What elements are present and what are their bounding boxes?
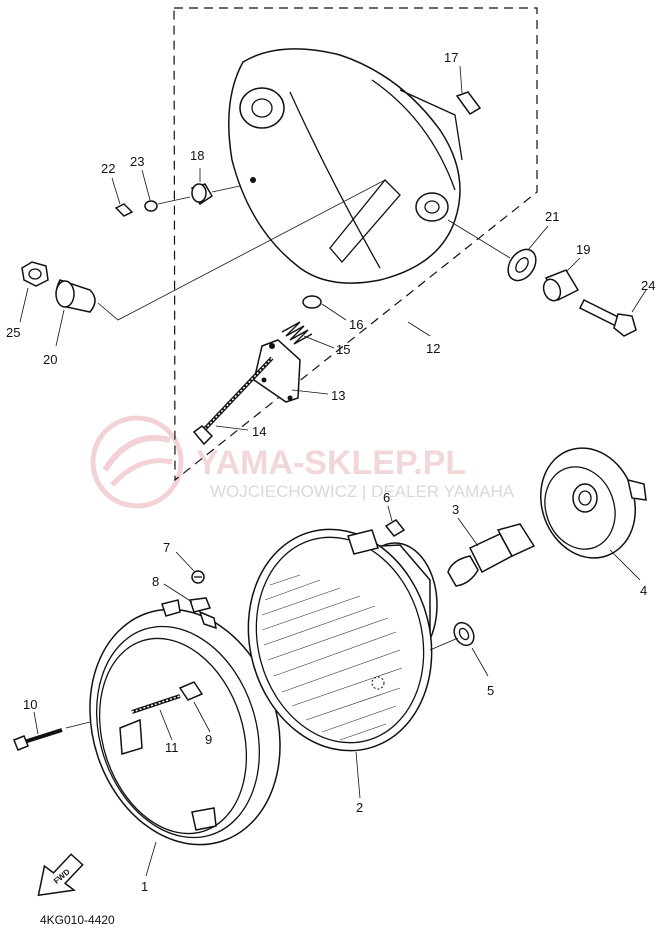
part-2-headlight-unit bbox=[247, 528, 438, 752]
callout-labels: 1 2 3 4 5 6 7 8 9 10 11 12 13 14 15 16 1… bbox=[6, 50, 655, 894]
part-9-nut bbox=[178, 681, 204, 701]
part-20-collar bbox=[55, 279, 96, 313]
part-5-socket bbox=[453, 621, 475, 647]
callout-21: 21 bbox=[545, 209, 559, 224]
callout-15: 15 bbox=[336, 342, 350, 357]
part-8-nut bbox=[188, 597, 217, 630]
callout-18: 18 bbox=[190, 148, 204, 163]
part-4-bulb-cover bbox=[539, 447, 647, 559]
part-13-bracket bbox=[253, 339, 301, 403]
part-23-washer bbox=[144, 200, 158, 212]
callout-14: 14 bbox=[252, 424, 266, 439]
part-17-clip bbox=[455, 91, 482, 115]
part-18-grommet bbox=[190, 183, 214, 206]
callout-6: 6 bbox=[383, 490, 390, 505]
callout-5: 5 bbox=[487, 683, 494, 698]
part-7-screw bbox=[191, 570, 205, 584]
part-6-clip bbox=[384, 519, 406, 537]
callout-22: 22 bbox=[101, 161, 115, 176]
part-11-screw bbox=[131, 694, 181, 714]
callout-1: 1 bbox=[141, 879, 148, 894]
part-25-nut bbox=[21, 261, 49, 287]
callout-3: 3 bbox=[452, 502, 459, 517]
callout-2: 2 bbox=[356, 800, 363, 815]
part-24-bolt bbox=[578, 298, 637, 337]
part-14-screw bbox=[192, 356, 274, 446]
callout-20: 20 bbox=[43, 352, 57, 367]
callout-25: 25 bbox=[6, 325, 20, 340]
callout-23: 23 bbox=[130, 154, 144, 169]
callout-10: 10 bbox=[23, 697, 37, 712]
callout-19: 19 bbox=[576, 242, 590, 257]
callout-11: 11 bbox=[165, 740, 179, 755]
callout-24: 24 bbox=[641, 278, 655, 293]
callout-12: 12 bbox=[426, 341, 440, 356]
watermark-subtitle: WOJCIECHOWICZ | DEALER YAMAHA bbox=[210, 482, 515, 501]
headlight-case-group-outline bbox=[173, 7, 538, 482]
part-19-collar bbox=[542, 269, 580, 302]
callout-8: 8 bbox=[152, 574, 159, 589]
headlight-case bbox=[228, 48, 463, 284]
part-code: 4KG010-4420 bbox=[40, 913, 115, 927]
watermark-logo bbox=[90, 415, 184, 509]
part-21-damper bbox=[507, 248, 537, 282]
callout-4: 4 bbox=[640, 583, 647, 598]
callout-7: 7 bbox=[163, 540, 170, 555]
callout-9: 9 bbox=[205, 732, 212, 747]
part-15-spring bbox=[281, 321, 313, 345]
part-16-o-ring bbox=[302, 295, 322, 309]
callout-13: 13 bbox=[331, 388, 345, 403]
fwd-arrow: FWD bbox=[37, 853, 84, 897]
callout-16: 16 bbox=[349, 317, 363, 332]
part-22-screw bbox=[114, 203, 134, 217]
watermark-title: YAMA-SKLEP.PL bbox=[196, 444, 466, 482]
part-10-screw bbox=[13, 728, 63, 751]
lens-hatching bbox=[261, 574, 403, 741]
part-3-bulb bbox=[447, 523, 536, 587]
callout-17: 17 bbox=[444, 50, 458, 65]
